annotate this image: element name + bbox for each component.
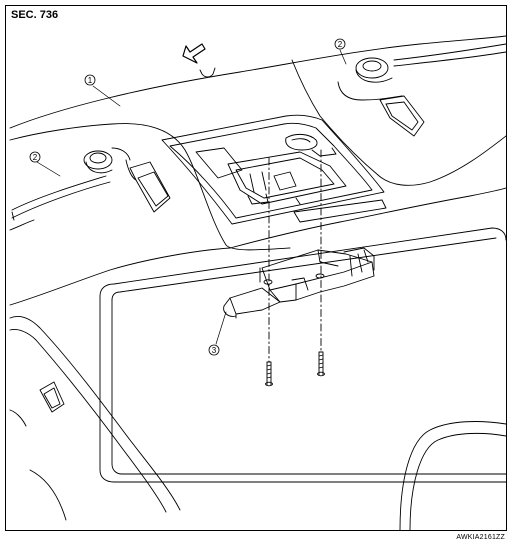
front-direction-arrow-icon — [182, 43, 206, 64]
lower-left-trim — [9, 316, 181, 521]
callout-3: 3 — [208, 344, 220, 356]
installation-lines — [268, 149, 322, 363]
diagram-frame — [5, 5, 507, 531]
section-label: SEC. 736 — [11, 9, 59, 21]
callout-1-number: 1 — [88, 76, 93, 85]
callout-3-number: 3 — [212, 346, 217, 355]
callout-1: 1 — [84, 74, 96, 86]
image-code: AWKIA2161ZZ — [456, 534, 505, 541]
headlining-outline — [9, 35, 507, 306]
callout-2-left: 2 — [29, 151, 41, 163]
screw-left — [265, 361, 273, 387]
lower-right-edge — [399, 421, 507, 531]
console-recess — [161, 114, 387, 225]
screw-right — [317, 351, 325, 377]
callout-2-left-number: 2 — [33, 153, 38, 162]
callout-2-right: 2 — [334, 38, 346, 50]
callout-leaders — [36, 49, 347, 345]
right-visor-holder — [337, 43, 507, 137]
callout-2-right-number: 2 — [338, 40, 343, 49]
map-lamp-assembly — [223, 247, 375, 319]
lower-roof-panel — [99, 227, 507, 483]
left-visor-holder — [11, 147, 171, 221]
